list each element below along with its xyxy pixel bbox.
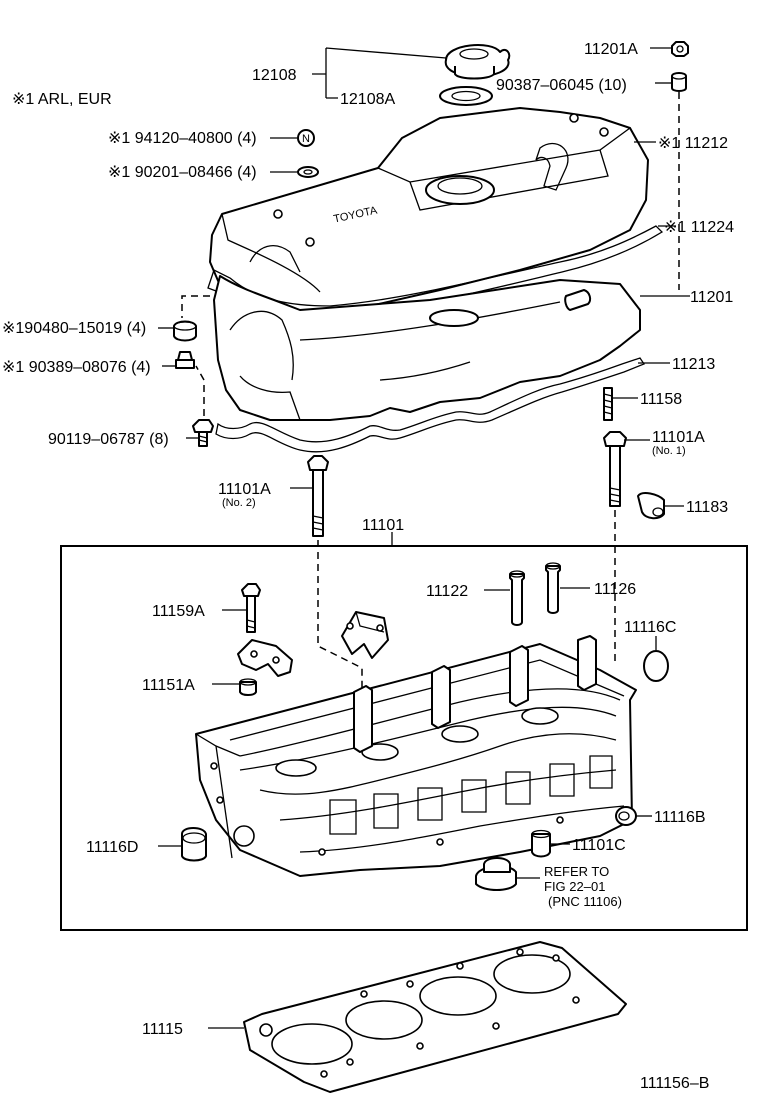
refer-part-11106 [475, 857, 517, 891]
bolt-90389 [175, 351, 195, 369]
grommet-90480 [173, 320, 197, 342]
label-11101A-no2-sub: (No. 2) [222, 497, 256, 509]
oil-filler-cap-gasket [439, 86, 493, 106]
camshaft-bearing-cap-11151A [237, 639, 293, 677]
dowel-11151A [239, 678, 257, 696]
label-11212: ※1 11212 [658, 135, 728, 152]
label-11224: ※1 11224 [664, 219, 734, 236]
plug-11116C [643, 650, 669, 682]
cylinder-head-gasket-11115 [243, 941, 627, 1093]
label-90387: 90387–06045 (10) [496, 77, 627, 94]
camshaft-bearing-cap-center [341, 611, 389, 659]
plug-11116B [615, 806, 637, 826]
label-11122: 11122 [426, 583, 468, 600]
label-11158: 11158 [640, 391, 682, 408]
plug-11116D [181, 827, 207, 862]
label-11116B: 11116B [654, 809, 706, 826]
bolt-11159A [241, 583, 261, 633]
cover-gasket-11213 [215, 357, 645, 453]
label-11116D: 11116D [86, 839, 138, 856]
nut-11201A [671, 41, 689, 57]
label-11116C: 11116C [624, 619, 676, 636]
refer-to-line-1: REFER TO [544, 864, 609, 879]
label-11201A: 11201A [584, 41, 638, 58]
cylinder-head-cover-11201 [213, 275, 641, 421]
valve-guide-11122 [509, 570, 525, 626]
bracket-11183 [637, 492, 665, 520]
label-90389: ※1 90389–08076 (4) [2, 359, 151, 376]
cylinder-head-cover-11212: TOYOTA [209, 107, 649, 317]
cylinder-head-sub-assembly-frame [60, 545, 748, 931]
label-11101A-no1-sub: (No. 1) [652, 445, 686, 457]
label-11101: 11101 [362, 517, 404, 534]
label-94120: ※1 94120–40800 (4) [108, 130, 257, 147]
refer-to-line-3: (PNC 11106) [548, 894, 622, 909]
bolt-11101A-no2 [307, 455, 329, 537]
label-11151A: 11151A [142, 677, 195, 694]
label-11183: 11183 [686, 499, 728, 516]
label-11101A-no2: 11101A [218, 481, 271, 498]
label-11159A: 11159A [152, 603, 205, 620]
stud-11158 [603, 387, 613, 421]
label-90119: 90119–06787 (8) [48, 431, 169, 448]
label-11115: 11115 [142, 1021, 183, 1038]
valve-guide-11126 [545, 562, 561, 614]
label-90201: ※1 90201–08466 (4) [108, 164, 257, 181]
grommet-90387 [671, 72, 687, 92]
label-11213: 11213 [672, 356, 715, 373]
label-12108: 12108 [252, 67, 297, 84]
bolt-11101A-no1 [603, 431, 627, 507]
bolt-90119 [192, 419, 214, 447]
cylinder-head [195, 635, 637, 877]
oil-filler-cap [444, 44, 511, 80]
refer-to-line-2: FIG 22–01 [544, 879, 605, 894]
label-11101C: 11101C [572, 837, 626, 854]
note-arl-eur: ※1 ARL, EUR [12, 91, 112, 108]
label-11201: 11201 [690, 289, 733, 306]
label-11126: 11126 [594, 581, 636, 598]
label-12108A: 12108A [340, 91, 395, 108]
nut-94120: N [297, 129, 315, 147]
washer-90201 [297, 166, 319, 178]
svg-text:N: N [302, 133, 310, 145]
label-11101A-no1: 11101A [652, 429, 705, 446]
figure-code: 111156–B [640, 1075, 709, 1092]
pin-11101C [531, 829, 551, 858]
label-90480: ※190480–15019 (4) [2, 320, 146, 337]
